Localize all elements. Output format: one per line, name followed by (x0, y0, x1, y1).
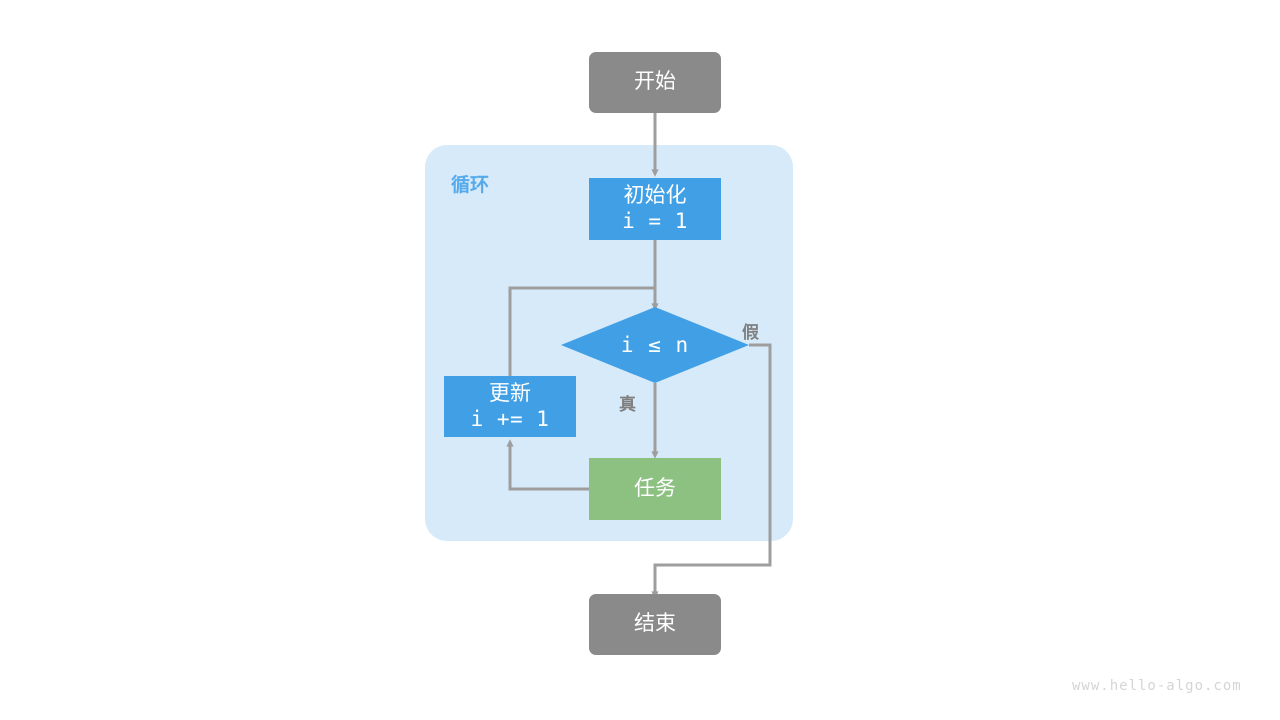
loop-group-label: 循环 (451, 175, 490, 196)
node-update-code: i += 1 (470, 406, 550, 431)
condition-diamond (561, 307, 749, 383)
edge-label-false: 假 (742, 323, 759, 342)
node-initialize-code: i = 1 (622, 209, 688, 233)
node-task[interactable]: 任务 (589, 458, 721, 520)
node-update[interactable]: 更新 i += 1 (444, 376, 576, 437)
edge-task-to-update (506, 439, 589, 491)
node-end-label: 结束 (634, 612, 676, 636)
edge-condition-false-to-end (651, 343, 772, 599)
node-end[interactable]: 结束 (589, 594, 721, 655)
node-task-label: 任务 (634, 476, 676, 500)
node-start-label: 开始 (634, 70, 676, 94)
node-initialize[interactable]: 初始化 i = 1 (589, 178, 721, 240)
node-start[interactable]: 开始 (589, 52, 721, 113)
edge-update-to-condition (508, 286, 655, 376)
node-initialize-label: 初始化 (623, 184, 687, 208)
edge-label-true: 真 (619, 395, 636, 414)
node-update-label: 更新 (489, 381, 531, 405)
site-watermark: www.hello-algo.com (1072, 678, 1242, 694)
